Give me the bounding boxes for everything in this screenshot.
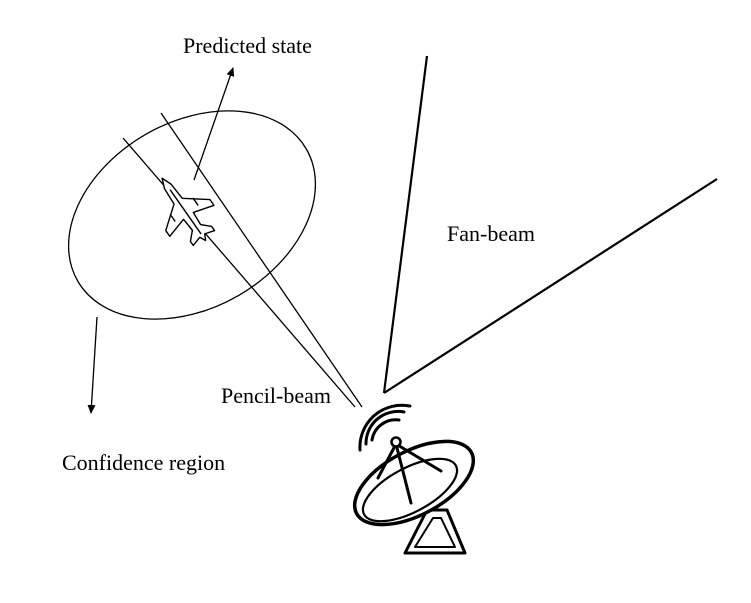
confidence-region-label: Confidence region	[62, 450, 225, 475]
pencil-beam-label: Pencil-beam	[221, 383, 331, 408]
fan-beam	[382, 55, 718, 394]
signal-waves-icon	[358, 403, 412, 452]
pencil-beam	[122, 112, 363, 408]
confidence-region-ellipse	[67, 110, 317, 320]
predicted-state-arrow	[193, 67, 235, 181]
confidence-region-arrow	[87, 316, 98, 414]
predicted-state-label: Predicted state	[183, 33, 312, 58]
fan-beam-label: Fan-beam	[447, 221, 535, 246]
fighter-jet-icon	[161, 177, 216, 247]
radar-dish-icon	[352, 403, 476, 555]
